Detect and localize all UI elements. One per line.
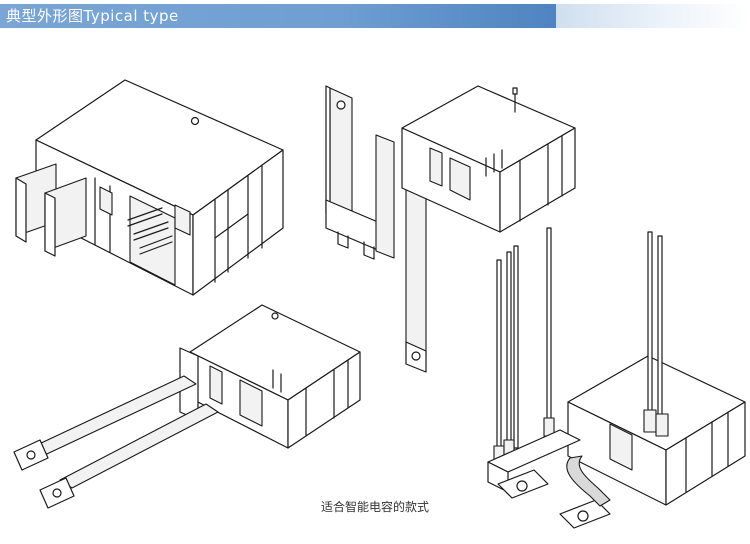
page-title: 典型外形图Typical type — [6, 7, 179, 25]
relay-tab-terminals-view — [15, 79, 284, 296]
relay-long-bar-terminals-view — [325, 85, 576, 373]
relay-wire-pin-terminals-view — [487, 227, 746, 529]
relay-angled-bar-terminals-view — [13, 304, 361, 509]
typical-type-figure — [0, 30, 750, 540]
header-bar — [0, 4, 556, 28]
figure-caption: 适合智能电容的款式 — [320, 500, 429, 514]
header-fade — [556, 4, 750, 28]
page-header: 典型外形图Typical type — [0, 0, 750, 30]
